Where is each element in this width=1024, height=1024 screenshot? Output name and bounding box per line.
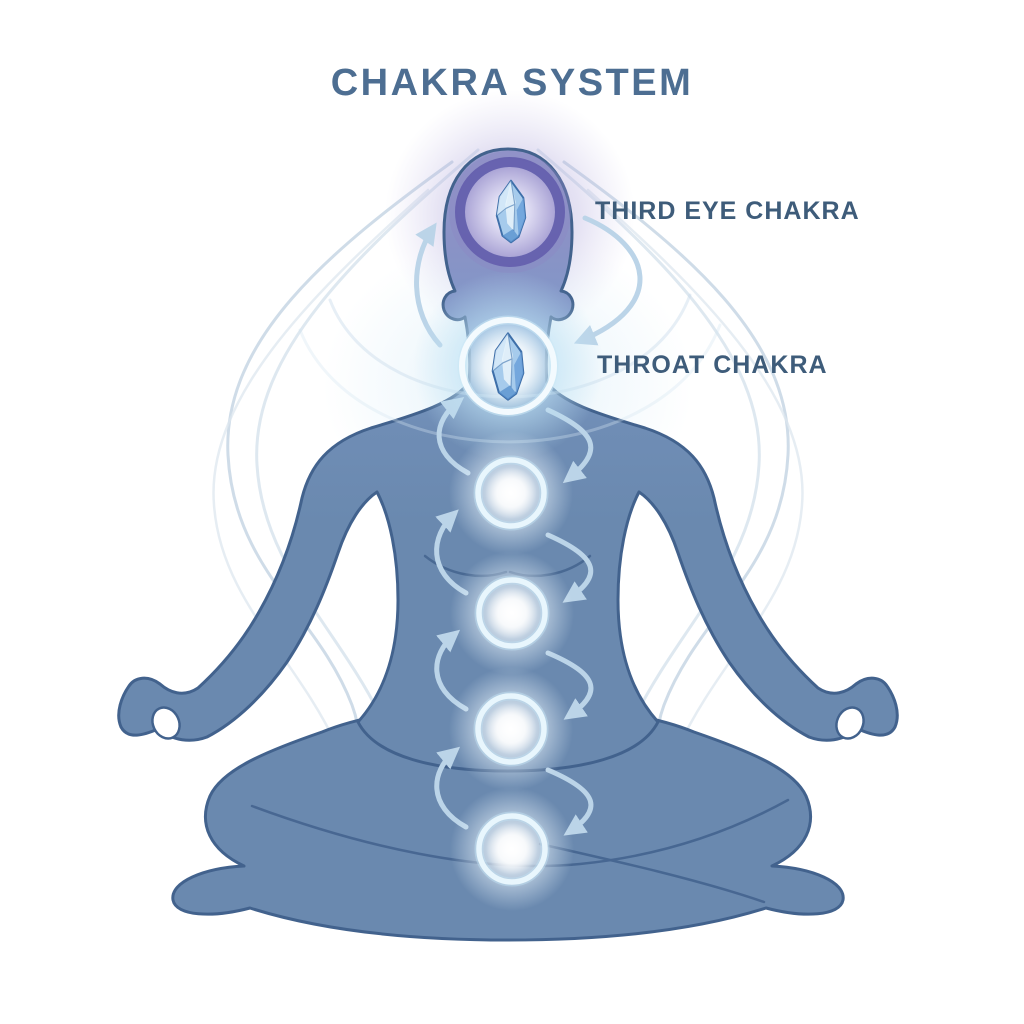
page-title: CHAKRA SYSTEM: [330, 62, 694, 104]
sacral-chakra-indicator: [449, 667, 573, 791]
third-eye-chakra-label: THIRD EYE CHAKRA: [595, 197, 860, 225]
solar-plexus-chakra-indicator: [450, 551, 574, 675]
heart-chakra-indicator: [449, 431, 573, 555]
arrow-down-sacral-to-root: [545, 767, 594, 836]
arrow-down-solar-to-sacral: [545, 650, 594, 720]
third-eye-chakra-indicator: [449, 151, 571, 273]
arrow-down-head-to-throat: [573, 215, 643, 346]
root-chakra-indicator: [450, 787, 574, 911]
throat-chakra-label: THROAT CHAKRA: [597, 351, 828, 379]
left-hand-mudra-hole: [151, 706, 181, 740]
arrow-up-root-to-sacral: [434, 746, 469, 830]
throat-chakra-indicator: [413, 271, 603, 461]
arrow-up-solar-to-heart: [434, 509, 469, 596]
arrow-down-heart-to-solar: [545, 532, 594, 603]
right-hand-mudra-hole: [835, 706, 865, 740]
